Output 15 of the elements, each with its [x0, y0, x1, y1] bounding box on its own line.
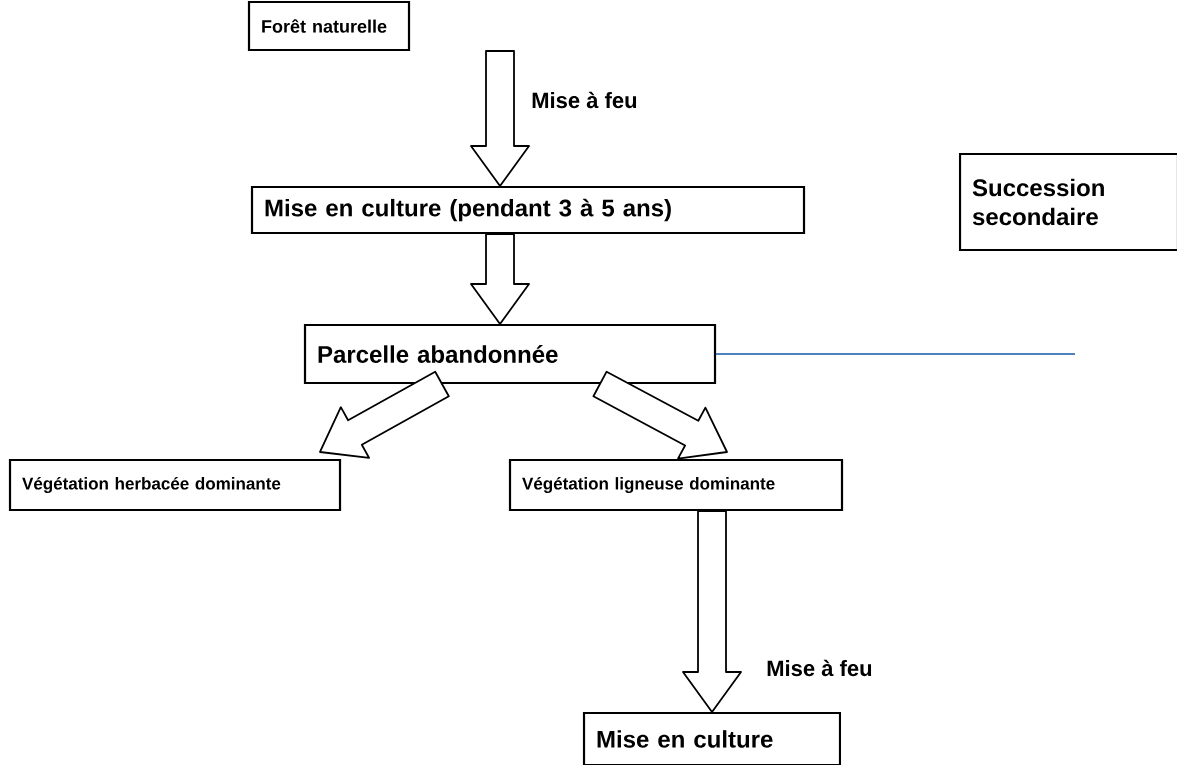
process-box: Mise en culture [582, 711, 842, 765]
block-arrow [592, 370, 728, 460]
edge-label: Mise à feu [532, 91, 637, 109]
block-arrow [682, 510, 742, 713]
process-box: Mise en culture (pendant 3 à 5 ans) [250, 185, 806, 235]
process-box: Végétation ligneuse dominante [508, 458, 844, 512]
process-box: Végétation herbacée dominante [8, 458, 342, 512]
process-box: Succession secondaire [958, 152, 1177, 252]
process-box: Forêt naturelle [247, 0, 411, 52]
block-arrow [470, 233, 530, 325]
block-arrow [470, 50, 530, 187]
line [715, 353, 1076, 355]
process-box: Parcelle abandonnée [303, 323, 717, 385]
block-arrow [319, 370, 450, 459]
edge-label: Mise à feu [767, 659, 872, 677]
